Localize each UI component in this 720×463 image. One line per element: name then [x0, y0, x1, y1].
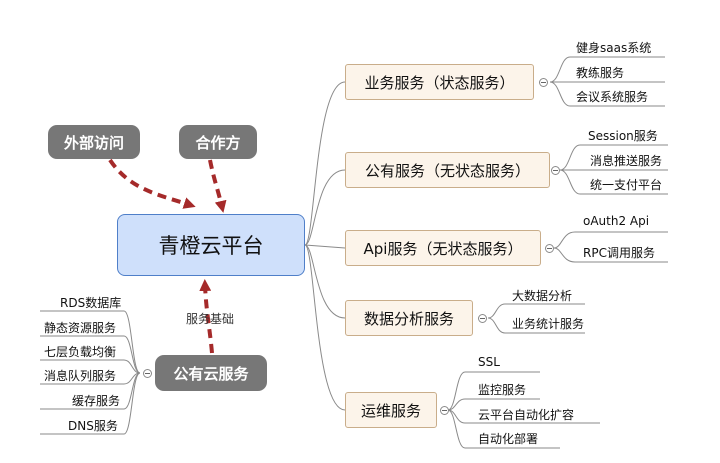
leaf-big-data[interactable]: 大数据分析	[512, 289, 573, 303]
leaf-auto-scaling[interactable]: 云平台自动化扩容	[478, 408, 575, 422]
foundation-leaf-lines	[40, 310, 141, 435]
center-node[interactable]: 青橙云平台	[117, 214, 305, 276]
leaf-push-service[interactable]: 消息推送服务	[590, 154, 663, 168]
branch-public-label: 公有服务（无状态服务）	[364, 161, 530, 180]
branch-1-leaf-lines	[549, 56, 665, 107]
partner-label: 合作方	[195, 133, 241, 152]
leaf-oauth2-api[interactable]: oAuth2 Api	[583, 214, 650, 228]
branch-5-leaf-lines	[447, 371, 600, 449]
branch-api-label: Api服务（无状态服务）	[363, 239, 523, 258]
leaf-business-stats[interactable]: 业务统计服务	[512, 317, 585, 331]
branch-business-label: 业务服务（状态服务）	[364, 73, 515, 92]
foundation-collapse-toggle[interactable]	[143, 369, 152, 378]
leaf-ssl[interactable]: SSL	[478, 355, 500, 369]
leaf-payment-platform[interactable]: 统一支付平台	[590, 178, 663, 192]
branch-api-service[interactable]: Api服务（无状态服务）	[345, 230, 541, 266]
leaf-monitoring[interactable]: 监控服务	[478, 383, 527, 397]
foundation-item-rds[interactable]: RDS数据库	[60, 296, 122, 310]
external-access-node[interactable]: 外部访问	[48, 125, 140, 159]
trunk-lines	[304, 81, 346, 411]
public-cloud-node[interactable]: 公有云服务	[155, 355, 267, 391]
branch-3-collapse-toggle[interactable]	[545, 244, 554, 253]
external-access-label: 外部访问	[63, 133, 124, 152]
branch-2-leaf-lines	[559, 144, 668, 195]
branch-ops-label: 运维服务	[360, 401, 421, 420]
branch-ops-service[interactable]: 运维服务	[345, 392, 437, 428]
trunk-to-branch-3	[304, 244, 346, 249]
branch-4-collapse-toggle[interactable]	[478, 314, 487, 323]
leaf-rpc-service[interactable]: RPC调用服务	[583, 246, 655, 260]
leaf-auto-deploy[interactable]: 自动化部署	[478, 432, 539, 446]
branch-3-leaf-lines	[553, 231, 668, 263]
branch-public-service[interactable]: 公有服务（无状态服务）	[345, 152, 550, 188]
trunk-to-branch-5	[304, 244, 346, 411]
leaf-meeting-system[interactable]: 会议系统服务	[576, 90, 649, 104]
branch-4-leaf-lines	[487, 303, 585, 334]
public-cloud-label: 公有云服务	[173, 364, 249, 383]
arrow-external-access	[108, 158, 196, 209]
branch-2-collapse-toggle[interactable]	[551, 166, 560, 175]
input-arrows	[108, 158, 227, 354]
arrow-foundation	[199, 279, 214, 354]
leaf-fitness-saas[interactable]: 健身saas系统	[576, 41, 652, 55]
branch-data-analysis[interactable]: 数据分析服务	[345, 300, 473, 336]
branch-5-collapse-toggle[interactable]	[440, 406, 449, 415]
foundation-item-mq[interactable]: 消息队列服务	[44, 369, 117, 383]
leaf-coach-service[interactable]: 教练服务	[576, 66, 625, 80]
center-node-label: 青橙云平台	[158, 234, 264, 258]
arrow-partner	[208, 159, 227, 213]
trunk-to-branch-2	[304, 169, 346, 246]
foundation-item-static[interactable]: 静态资源服务	[44, 321, 117, 335]
branch-1-collapse-toggle[interactable]	[539, 78, 548, 87]
partner-node[interactable]: 合作方	[179, 125, 257, 159]
trunk-to-branch-4	[304, 244, 346, 319]
foundation-item-l7lb[interactable]: 七层负载均衡	[44, 345, 117, 359]
leaf-session-service[interactable]: Session服务	[588, 129, 658, 143]
trunk-to-branch-1	[304, 81, 346, 246]
branch-data-analysis-label: 数据分析服务	[363, 309, 454, 328]
foundation-item-cache[interactable]: 缓存服务	[72, 394, 121, 408]
branch-business-service[interactable]: 业务服务（状态服务）	[345, 64, 534, 100]
foundation-item-dns[interactable]: DNS服务	[68, 419, 118, 433]
service-foundation-label: 服务基础	[186, 312, 235, 326]
